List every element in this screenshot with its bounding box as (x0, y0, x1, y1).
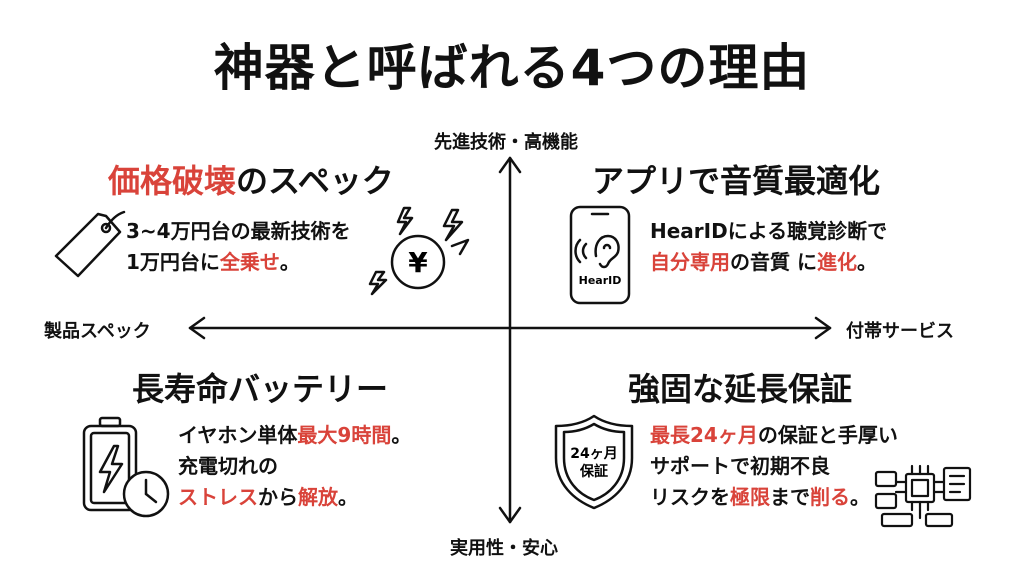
quadrant-bottom-left-heading: 長寿命バッテリー (132, 370, 389, 408)
axis-arrow-right (814, 316, 832, 340)
body-line-2: 充電切れの (178, 454, 278, 478)
circuit-chip-icon (874, 464, 972, 528)
smartphone-ear-icon: HearID (569, 205, 631, 305)
body-line-3: ストレスから解放。 (178, 485, 358, 509)
axis-arrow-down (498, 506, 522, 524)
body-line-2: 自分専用の音質 に進化。 (650, 250, 877, 274)
axis-arrow-left (188, 316, 206, 340)
lightning-icon (396, 206, 414, 236)
svg-text:24ヶ月: 24ヶ月 (570, 446, 617, 462)
heading-rest: のスペック (236, 162, 394, 200)
clock-icon (122, 470, 170, 518)
axis-label-left: 製品スペック (44, 321, 151, 342)
quadrant-top-right-body: HearIDによる聴覚診断で 自分専用の音質 に進化。 (650, 216, 887, 278)
body-line-3: リスクを極限まで削る。 (650, 485, 870, 509)
quadrant-top-left-body: 3~4万円台の最新技術を 1万円台に全乗せ。 (126, 216, 351, 278)
svg-text:保証: 保証 (579, 463, 608, 480)
axis-label-bottom: 実用性・安心 (450, 538, 558, 559)
svg-text:¥: ¥ (408, 246, 428, 279)
svg-text:HearID: HearID (579, 274, 622, 287)
body-line-1: 最長24ヶ月の保証と手厚い (650, 423, 898, 447)
quadrant-top-left-heading: 価格破壊のスペック (108, 156, 394, 202)
quadrant-bottom-left-body: イヤホン単体最大9時間。 充電切れの ストレスから解放。 (178, 420, 411, 513)
page-title: 神器と呼ばれる4つの理由 (213, 39, 811, 97)
body-line-1: HearIDによる聴覚診断で (650, 219, 888, 243)
battery-icon (82, 416, 170, 518)
heading-accent: 価格破壊 (108, 162, 237, 200)
body-line-1: 3~4万円台の最新技術を (126, 219, 351, 243)
quadrant-top-right-heading: アプリで音質最適化 (592, 162, 881, 200)
quadrant-bottom-right-heading: 強固な延長保証 (628, 370, 853, 408)
body-line-2: サポートで初期不良 (650, 454, 830, 478)
body-line-1: イヤホン単体最大9時間。 (178, 423, 412, 447)
body-line-2: 1万円台に全乗せ。 (126, 250, 300, 274)
price-tag-icon (54, 210, 126, 278)
axis-label-top: 先進技術・高機能 (434, 132, 578, 153)
yen-coin-icon: ¥ (368, 206, 470, 296)
axis-label-right: 付帯サービス (846, 321, 954, 342)
axis-arrow-up (498, 156, 522, 174)
shield-icon: 24ヶ月 保証 (554, 414, 634, 510)
quadrant-bottom-right-body: 最長24ヶ月の保証と手厚い サポートで初期不良 リスクを極限まで削る。 (650, 420, 898, 513)
